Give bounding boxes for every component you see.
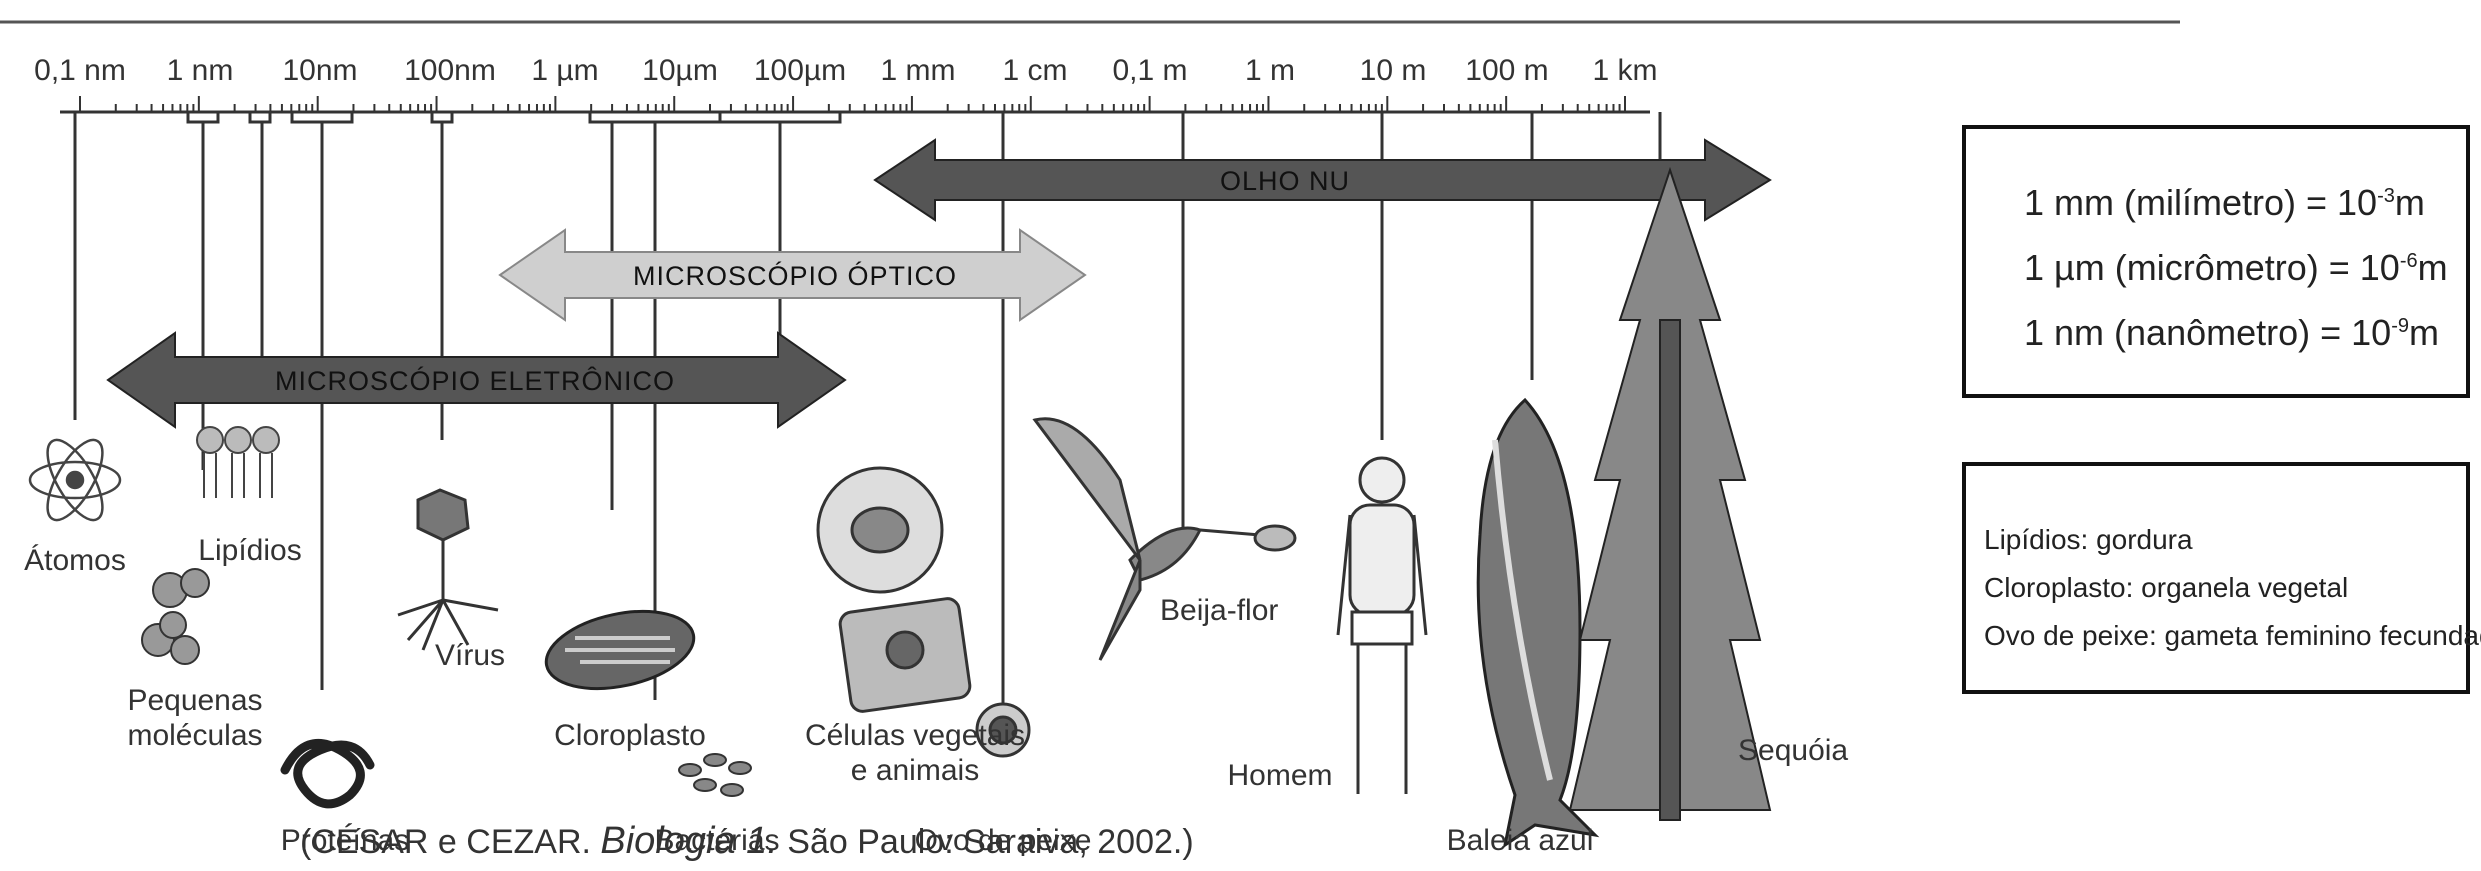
scale-label-1cm: 1 cm [1002,54,1067,87]
scale-label-100um: 100µm [754,54,846,87]
conversion-um: 1 µm (micrômetro) = 10-6m [2024,232,2466,297]
olho-nu-arrow: OLHO NU [875,140,1770,220]
atom-icon [30,432,120,528]
scale-label-10um: 10µm [642,54,718,87]
chloroplast-icon [539,599,701,701]
definition-lipidios: Lipídios: gordura [1984,516,2466,564]
sequoia-icon [1570,170,1770,820]
label-virus: Vírus [435,639,505,672]
conversion-mm: 1 mm (milímetro) = 10-3m [2024,167,2466,232]
scale-label-0-1nm: 0,1 nm [34,54,126,87]
label-sequoia: Sequóia [1738,734,1848,767]
label-celulas-1: Células vegetais [805,719,1025,752]
scale-labels: 0,1 nm 1 nm 10nm 100nm 1 µm 10µm 100µm 1… [34,54,1657,87]
cells-icon [818,468,971,713]
microscopio-optico-arrow: MICROSCÓPIO ÓPTICO [500,230,1085,320]
microscopio-eletronico-label: MICROSCÓPIO ELETRÔNICO [275,365,675,396]
bacteria-icon [679,754,751,796]
definition-cloroplasto: Cloroplasto: organela vegetal [1984,564,2466,612]
microscopio-optico-label: MICROSCÓPIO ÓPTICO [633,260,957,291]
man-icon [1338,458,1426,794]
conversion-nm: 1 nm (nanômetro) = 10-9m [2024,297,2466,362]
virus-icon [398,490,498,650]
scale-label-1nm: 1 nm [167,54,234,87]
scale-label-100nm: 100nm [404,54,496,87]
unit-conversion-box: 1 mm (milímetro) = 10-3m 1 µm (micrômetr… [1962,125,2470,398]
lipid-icon [197,427,279,498]
scale-label-0-1m: 0,1 m [1112,54,1187,87]
label-homem: Homem [1227,759,1332,792]
label-cloroplasto: Cloroplasto [554,719,706,752]
label-moleculas: moléculas [127,719,262,752]
label-celulas-2: e animais [851,754,979,787]
scale-label-10nm: 10nm [282,54,357,87]
scale-label-100m: 100 m [1465,54,1548,87]
label-atomos: Átomos [24,544,126,577]
label-beija-flor: Beija-flor [1160,594,1278,627]
microscopio-eletronico-arrow: MICROSCÓPIO ELETRÔNICO [108,333,845,427]
scale-label-1um: 1 µm [531,54,598,87]
scale-label-10m: 10 m [1360,54,1427,87]
citation: (CÉSAR e CEZAR. Biologia 1. São Paulo: S… [300,820,1194,863]
definitions-box: Lipídios: gordura Cloroplasto: organela … [1962,462,2470,694]
scale-label-1m: 1 m [1245,54,1295,87]
label-pequenas: Pequenas [127,684,262,717]
scale-ruler [60,96,1650,112]
scale-label-1km: 1 km [1592,54,1657,87]
olho-nu-label: OLHO NU [1220,166,1350,196]
definition-ovo: Ovo de peixe: gameta feminino fecundado [1984,612,2466,660]
label-baleia: Baleia azul [1447,824,1594,857]
small-molecules-icon [142,569,209,664]
label-lipidios: Lipídios [198,534,301,567]
scale-label-1mm: 1 mm [881,54,956,87]
protein-icon [285,743,370,804]
